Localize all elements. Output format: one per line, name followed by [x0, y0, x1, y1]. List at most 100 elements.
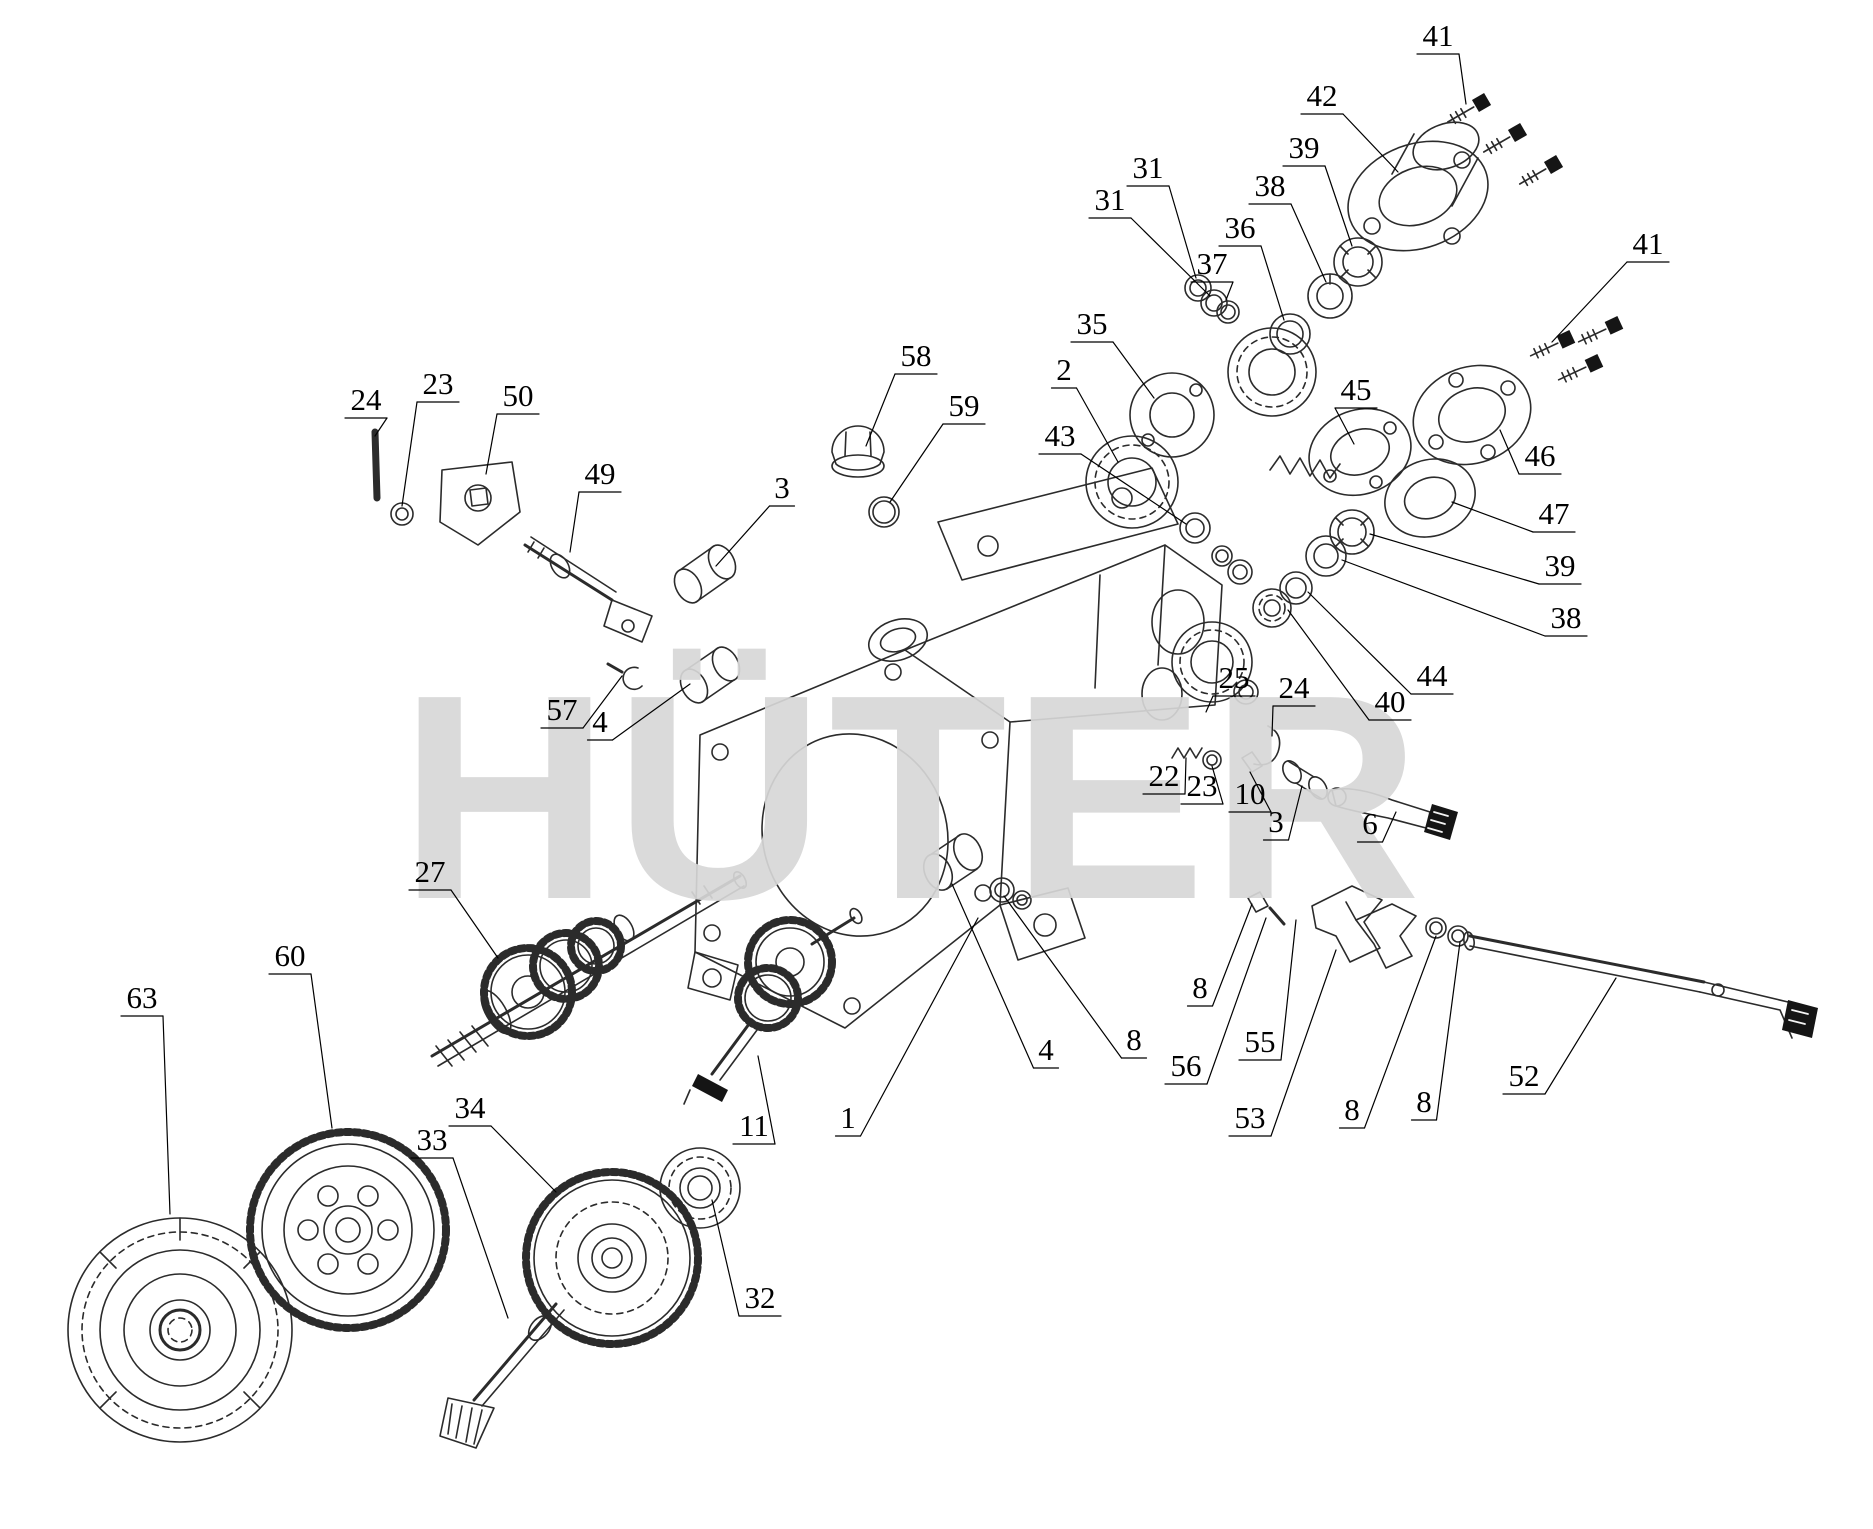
leader-line-23-31: [1211, 765, 1224, 805]
main-shaft-gear-cluster: [430, 871, 748, 1067]
leader-line-10-32: [1249, 771, 1272, 813]
watermark: HÜTER: [399, 634, 1425, 960]
leader-line-27-35: [450, 889, 499, 959]
callout-layer: 4142393831313637413525859434546473938444…: [120, 18, 1670, 1319]
leader-line-8-44: [1211, 903, 1253, 1007]
part-label-58-11: 58: [901, 338, 932, 373]
leader-line-11-40: [757, 1055, 776, 1145]
part-label-31-5: 31: [1095, 182, 1126, 217]
part-label-10-32: 10: [1235, 776, 1266, 811]
part-label-50-23: 50: [503, 378, 534, 413]
part-label-34-38: 34: [455, 1090, 487, 1125]
leader-line-36-6: [1260, 245, 1285, 321]
leader-line-6-34: [1381, 811, 1397, 843]
leader-line-32-51: [711, 1199, 740, 1317]
leader-line-46-15: [1499, 429, 1520, 475]
part-label-31-4: 31: [1133, 150, 1164, 185]
leader-line-50-23: [485, 413, 498, 475]
part-label-59-12: 59: [949, 388, 980, 423]
leader-line-59-12: [889, 423, 944, 503]
leader-line-38-3: [1290, 203, 1327, 283]
part-label-8-49: 8: [1416, 1084, 1432, 1119]
part-label-1-41: 1: [840, 1100, 856, 1135]
leader-line-37-7: [1225, 281, 1234, 301]
part-label-60-36: 60: [275, 938, 306, 973]
leader-line-8-49: [1435, 941, 1461, 1121]
part-label-57-26: 57: [547, 692, 578, 727]
part-label-37-7: 37: [1197, 246, 1228, 281]
top-cover-assembly: [1347, 121, 1489, 252]
part-label-63-37: 63: [127, 980, 158, 1015]
part-label-3-25: 3: [774, 470, 790, 505]
leader-line-31-4: [1168, 185, 1197, 279]
part-label-38-18: 38: [1551, 600, 1582, 635]
leader-line-4-27: [611, 683, 691, 741]
detent-parts: [1171, 725, 1458, 840]
part-label-40-20: 40: [1375, 684, 1406, 719]
output-gear-set: [439, 1147, 741, 1449]
leader-line-3-25: [715, 505, 771, 567]
leader-line-22-30: [1184, 757, 1187, 795]
main-bearing-stack: [1085, 372, 1259, 705]
part-label-55-46: 55: [1245, 1024, 1276, 1059]
top-bearing-stack: [1184, 237, 1383, 417]
part-label-41-0: 41: [1423, 18, 1454, 53]
part-label-2-10: 2: [1056, 352, 1072, 387]
part-label-56-45: 56: [1171, 1048, 1202, 1083]
leader-line-38-18: [1341, 559, 1546, 637]
part-label-53-47: 53: [1235, 1100, 1266, 1135]
left-shift-shaft-group: [371, 425, 900, 704]
part-label-39-17: 39: [1545, 548, 1576, 583]
part-label-3-33: 3: [1268, 804, 1284, 839]
leader-line-58-11: [865, 373, 896, 447]
part-label-43-13: 43: [1045, 418, 1076, 453]
leader-line-56-45: [1206, 917, 1267, 1085]
leader-line-42-1: [1342, 113, 1399, 173]
part-label-25-28: 25: [1219, 660, 1250, 695]
leader-line-43-13: [1080, 453, 1187, 525]
leader-line-24-29: [1271, 705, 1274, 737]
leader-line-31-5: [1130, 217, 1211, 297]
part-label-24-29: 24: [1279, 670, 1311, 705]
leader-line-3-33: [1287, 785, 1303, 841]
leader-line-33-39: [452, 1157, 509, 1319]
shift-forks-and-rod: [922, 833, 1818, 1039]
part-label-4-27: 4: [592, 704, 608, 739]
leader-line-63-37: [162, 1015, 171, 1215]
leader-line-52-50: [1544, 977, 1617, 1095]
leader-line-4-42: [951, 883, 1035, 1069]
leader-line-45-14: [1334, 407, 1355, 445]
leader-line-49-24: [569, 491, 580, 553]
leader-line-35-9: [1112, 341, 1155, 399]
part-label-24-21: 24: [351, 382, 383, 417]
part-label-8-44: 8: [1192, 970, 1208, 1005]
part-label-23-22: 23: [423, 366, 454, 401]
part-label-35-9: 35: [1077, 306, 1108, 341]
gearbox-housing: [687, 467, 1223, 1029]
leader-line-34-38: [490, 1125, 557, 1193]
input-shaft-group: [683, 907, 863, 1105]
leader-line-47-16: [1451, 501, 1534, 533]
leader-line-39-17: [1369, 533, 1540, 585]
clutch-assembly: [67, 1128, 450, 1443]
leader-line-41-0: [1458, 53, 1467, 105]
leader-line-2-10: [1075, 387, 1119, 463]
part-label-32-51: 32: [745, 1280, 776, 1315]
part-label-22-30: 22: [1149, 758, 1180, 793]
part-label-11-40: 11: [739, 1108, 769, 1143]
leader-line-41-8: [1551, 261, 1628, 343]
leader-line-8-48: [1363, 935, 1437, 1129]
leader-line-8-43: [1003, 895, 1123, 1059]
leader-line-57-26: [582, 675, 623, 729]
part-label-52-50: 52: [1509, 1058, 1540, 1093]
part-label-46-15: 46: [1525, 438, 1556, 473]
leader-line-40-20: [1287, 609, 1370, 721]
part-label-47-16: 47: [1539, 496, 1570, 531]
part-label-33-39: 33: [417, 1122, 448, 1157]
part-label-6-34: 6: [1362, 806, 1378, 841]
leader-line-60-36: [310, 973, 333, 1129]
part-label-39-2: 39: [1289, 130, 1320, 165]
part-label-36-6: 36: [1225, 210, 1256, 245]
watermark-text: HÜTER: [399, 634, 1425, 960]
